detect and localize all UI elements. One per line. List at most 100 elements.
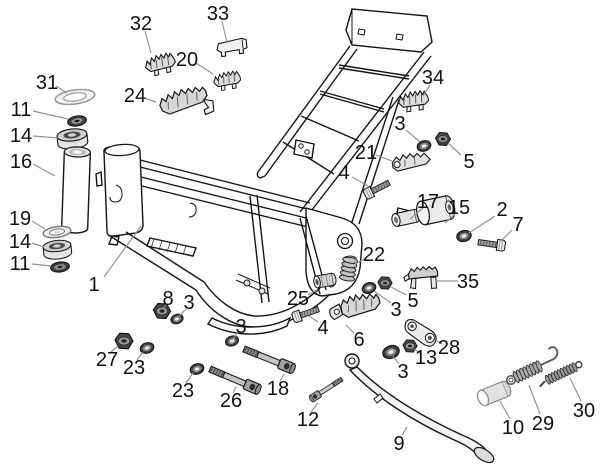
- leader-line-33-41: [221, 20, 228, 44]
- part-number-14-20: 14: [10, 125, 32, 147]
- leader-line-23-31: [185, 372, 194, 384]
- part-number-3-3: 3: [183, 292, 194, 314]
- part-number-23-30: 23: [123, 357, 145, 379]
- leader-line-26-34: [232, 386, 237, 394]
- leader-line-14-20: [32, 135, 59, 139]
- part-number-4-8: 4: [317, 317, 328, 339]
- washer-23-a: [138, 340, 156, 356]
- leader-line-30-38: [569, 377, 582, 402]
- bracket-33: [216, 37, 248, 58]
- part-number-16-23: 16: [10, 151, 32, 173]
- part-number-3-6: 3: [397, 361, 408, 383]
- part-number-19-26: 19: [9, 208, 31, 230]
- leader-line-10-15: [499, 400, 511, 420]
- leader-line-3-5: [373, 290, 392, 304]
- leader-line-4-7: [351, 176, 369, 187]
- steering-head: [103, 145, 144, 237]
- part-number-18-25: 18: [267, 378, 289, 400]
- washer-3-e: [380, 342, 402, 362]
- leader-line-3-4: [232, 331, 239, 340]
- spring-22: [339, 255, 359, 282]
- leader-line-19-26: [31, 220, 46, 230]
- leader-line-11-17: [31, 263, 52, 267]
- leader-line-21-28: [375, 154, 393, 162]
- leader-line-3-6: [392, 355, 400, 365]
- leader-line-9-14: [401, 426, 408, 436]
- part-number-8-13: 8: [162, 288, 173, 310]
- seal-11-upper: [66, 113, 88, 129]
- subframe-crossbars: [282, 64, 410, 175]
- inner-tubes: [249, 194, 327, 304]
- leader-line-13-19: [413, 348, 421, 354]
- part-number-29-37: 29: [532, 413, 554, 435]
- side-stand-9: [344, 353, 495, 464]
- washer-3-d: [360, 280, 378, 296]
- leader-line-4-8: [308, 315, 319, 323]
- leader-line-27-35: [110, 345, 119, 353]
- part-number-6-11: 6: [353, 329, 364, 351]
- leader-line-5-9: [447, 142, 462, 156]
- part-number-3-5: 3: [390, 299, 401, 321]
- washer-31: [54, 88, 96, 106]
- leader-line-18-25: [279, 373, 285, 382]
- seal-11-lower: [49, 260, 71, 274]
- part-number-4-7: 4: [338, 162, 349, 184]
- leader-line-3-3: [178, 308, 187, 317]
- part-number-27-35: 27: [96, 349, 118, 371]
- rear-stay: [351, 96, 400, 225]
- washer-3-b: [169, 312, 185, 326]
- part-number-2-1: 2: [496, 199, 507, 221]
- link-plate-28: [404, 319, 437, 347]
- part-number-11-17: 11: [10, 253, 31, 275]
- part-number-13-19: 13: [415, 347, 437, 369]
- footpeg-21: [391, 152, 431, 172]
- leader-line-22-29: [354, 257, 367, 265]
- part-number-3-2: 3: [394, 113, 405, 135]
- leader-line-3-2: [405, 129, 421, 143]
- nut-5-b: [377, 276, 393, 290]
- part-number-11-16: 11: [11, 99, 32, 121]
- leader-line-17-24: [409, 207, 424, 220]
- part-number-7-12: 7: [512, 214, 523, 236]
- part-number-30-38: 30: [573, 400, 595, 422]
- skid-plate: [206, 316, 292, 335]
- part-number-3-4: 3: [235, 316, 246, 338]
- down-tube: [109, 231, 205, 291]
- frame-stamp-mark: [109, 184, 123, 203]
- leader-line-11-16: [32, 110, 69, 120]
- leader-line-31-39: [55, 85, 68, 94]
- part-number-34-42: 34: [422, 67, 444, 89]
- hex-bolt-4-a: [362, 177, 393, 201]
- part-number-17-24: 17: [417, 191, 439, 213]
- part-number-28-36: 28: [438, 337, 460, 359]
- leader-line-28-36: [435, 339, 443, 345]
- part-number-31-39: 31: [36, 72, 58, 94]
- part-number-22-29: 22: [363, 244, 385, 266]
- leader-line-12-18: [310, 402, 319, 413]
- leader-line-20-27: [195, 62, 214, 75]
- subframe-rail-left: [256, 45, 358, 179]
- main-spar: [139, 159, 312, 228]
- rubber-cap-10: [476, 380, 512, 407]
- leader-line-25-33: [307, 289, 318, 296]
- part-number-25-33: 25: [287, 288, 309, 310]
- leader-line-34-42: [422, 84, 431, 97]
- leader-line-1-0: [103, 225, 142, 278]
- washer-2: [454, 228, 474, 244]
- part-number-20-27: 20: [176, 49, 198, 71]
- leader-line-7-12: [501, 229, 513, 241]
- leader-line-8-13: [162, 304, 167, 310]
- leader-line-6-11: [345, 324, 355, 334]
- part-number-23-31: 23: [172, 380, 194, 402]
- footpeg-24: [159, 86, 215, 116]
- spacer-tube-16: [60, 146, 92, 234]
- part-number-35-43: 35: [457, 271, 479, 293]
- part-number-21-28: 21: [355, 142, 377, 164]
- part-number-24-32: 24: [124, 85, 146, 107]
- leader-line-14-21: [31, 242, 45, 248]
- part-number-33-41: 33: [207, 3, 229, 25]
- part-number-15-22: 15: [448, 197, 470, 219]
- spring-29: [506, 346, 559, 385]
- washer-19: [42, 225, 72, 239]
